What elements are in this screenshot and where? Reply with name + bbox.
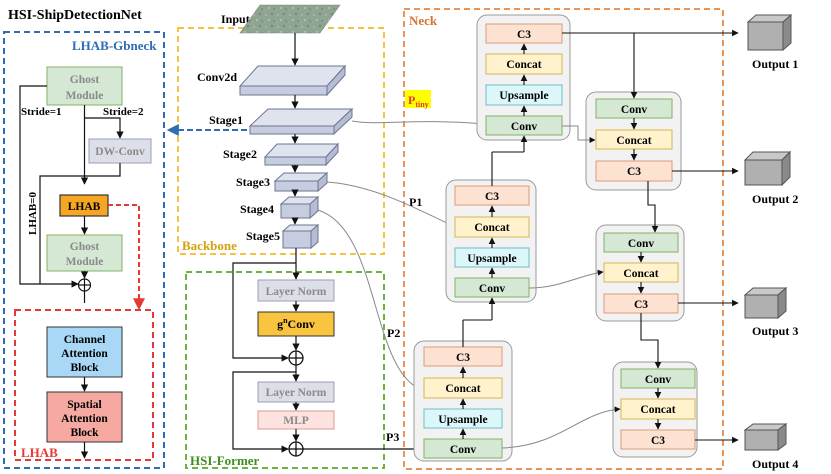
stage3-to-neck-line xyxy=(326,181,454,227)
neck-g5-concat-label: Concat xyxy=(445,383,480,395)
neck-g1-concat-label: Concat xyxy=(506,59,541,71)
lhab-block-small-label: LHAB xyxy=(68,201,101,213)
ptiny-badge xyxy=(405,90,431,108)
ghost-module-2-line1: Ghost xyxy=(70,241,100,253)
g5-conv-to-g6-concat xyxy=(501,406,621,449)
output-2-cube xyxy=(743,150,792,187)
p2-label: P2 xyxy=(387,326,400,340)
neck-g3-concat-label: Concat xyxy=(474,222,509,234)
gnconv-label: gnConv xyxy=(277,316,315,331)
neck-g4-conv-label: Conv xyxy=(628,238,654,250)
stride2-label: Stride=2 xyxy=(103,106,144,118)
gbneck-panel xyxy=(3,31,165,469)
stage1-to-neck-line xyxy=(351,120,486,127)
neck-g4-concat-label: Concat xyxy=(623,268,658,280)
neck-g6-concat-label: Concat xyxy=(640,404,675,416)
neck-g4-c3-label: C3 xyxy=(634,299,648,311)
former-skip-2 xyxy=(232,371,296,453)
dw-conv-label: DW-Conv xyxy=(95,146,145,158)
neck-g3-conv-label: Conv xyxy=(479,283,505,295)
spatial-attention-line2: Attention xyxy=(61,413,108,425)
lhab-zero-label: LHAB=0 xyxy=(27,192,39,235)
neck-g3-c3-label: C3 xyxy=(485,191,499,203)
gbneck-panel-label: LHAB-Gbneck xyxy=(72,38,157,53)
g1-c3-to-g2-conv xyxy=(562,32,638,99)
output-3-cube xyxy=(743,286,788,320)
ptiny-label: Ptiny xyxy=(408,93,429,109)
former-add-icon-2 xyxy=(288,441,304,457)
neck-g5-c3-label: C3 xyxy=(456,352,470,364)
stage2-slab xyxy=(263,142,340,167)
lhab-detail-link xyxy=(108,204,145,311)
gbneck-add-icon xyxy=(77,278,92,292)
stride2-arrow xyxy=(84,117,124,139)
gbneck-skip-connection xyxy=(19,85,79,288)
former-panel-label: HSI-Former xyxy=(190,453,260,468)
backbone-panel xyxy=(177,27,385,255)
layer-norm-1-label: Layer Norm xyxy=(266,286,327,298)
p1-label: P1 xyxy=(409,195,422,209)
neck-g5-upsample-label: Upsample xyxy=(438,414,487,426)
channel-attention-line1: Channel xyxy=(64,334,106,346)
mlp-label: MLP xyxy=(283,415,309,427)
spatial-attention-line1: Spatial xyxy=(67,399,102,411)
output-1-cube xyxy=(746,13,793,52)
stage5-slab xyxy=(281,223,320,250)
output-4-cube xyxy=(743,423,788,451)
gnconv-block xyxy=(257,311,335,337)
neck-g1-upsample-label: Upsample xyxy=(499,90,548,102)
stride1-label: Stride=1 xyxy=(21,106,62,118)
conv2d-label: Conv2d xyxy=(197,70,237,84)
p3-label: P3 xyxy=(386,430,399,444)
output-2-label: Output 2 xyxy=(752,192,798,206)
ghost-module-1-line2: Module xyxy=(66,90,104,102)
layer-norm-2-label: Layer Norm xyxy=(266,387,327,399)
neck-g2-concat-label: Concat xyxy=(616,135,651,147)
neck-g2-c3-label: C3 xyxy=(627,166,641,178)
stage4-to-neck-line xyxy=(317,209,423,391)
g1-conv-to-g2-concat xyxy=(562,125,596,143)
lhab-panel-label: LHAB xyxy=(21,445,58,460)
input-label: Input xyxy=(221,12,250,26)
ghost-module-1-line1: Ghost xyxy=(70,74,100,86)
neck-g1-conv-label: Conv xyxy=(511,121,537,133)
neck-g6-conv-label: Conv xyxy=(645,374,671,386)
lhab-panel xyxy=(14,309,154,461)
stage1-label: Stage1 xyxy=(209,113,243,127)
conv2d-slab xyxy=(238,64,347,97)
former-skip-1 xyxy=(232,262,296,362)
g2-c3-to-g4-conv xyxy=(647,181,659,233)
neck-panel-label: Neck xyxy=(409,13,438,28)
channel-attention-line2: Attention xyxy=(61,348,108,360)
neck-g1-c3-label: C3 xyxy=(517,29,531,41)
stage1-slab xyxy=(248,107,354,136)
stage5-label: Stage5 xyxy=(246,229,280,243)
neck-g2-conv-label: Conv xyxy=(621,104,647,116)
channel-attention-line3: Block xyxy=(70,362,99,374)
neck-g6-c3-label: C3 xyxy=(651,435,665,447)
neck-g5-conv-label: Conv xyxy=(450,444,476,456)
stage4-label: Stage4 xyxy=(240,202,274,216)
stage3-slab xyxy=(273,171,329,193)
spatial-attention-line3: Block xyxy=(70,427,99,439)
ghost-module-2-line2: Module xyxy=(66,256,104,268)
input-image xyxy=(239,4,341,34)
former-panel xyxy=(185,271,385,469)
lhab-zero-branch xyxy=(39,175,85,284)
diagram-title: HSI-ShipDetectionNet xyxy=(8,8,142,23)
stage4-slab xyxy=(279,195,320,220)
former-add-icon-1 xyxy=(288,350,304,366)
g3-conv-to-g4-concat xyxy=(528,269,604,289)
backbone-panel-label: Backbone xyxy=(182,238,237,253)
stage2-label: Stage2 xyxy=(223,147,257,161)
output-1-label: Output 1 xyxy=(752,57,798,71)
output-4-label: Output 4 xyxy=(752,457,798,471)
output-3-label: Output 3 xyxy=(752,324,798,338)
neck-g3-upsample-label: Upsample xyxy=(467,253,516,265)
stage3-label: Stage3 xyxy=(236,175,270,189)
g4-c3-to-g6-conv xyxy=(640,313,662,369)
dwconv-merge-line xyxy=(84,163,121,177)
dw-conv-block xyxy=(88,138,152,164)
